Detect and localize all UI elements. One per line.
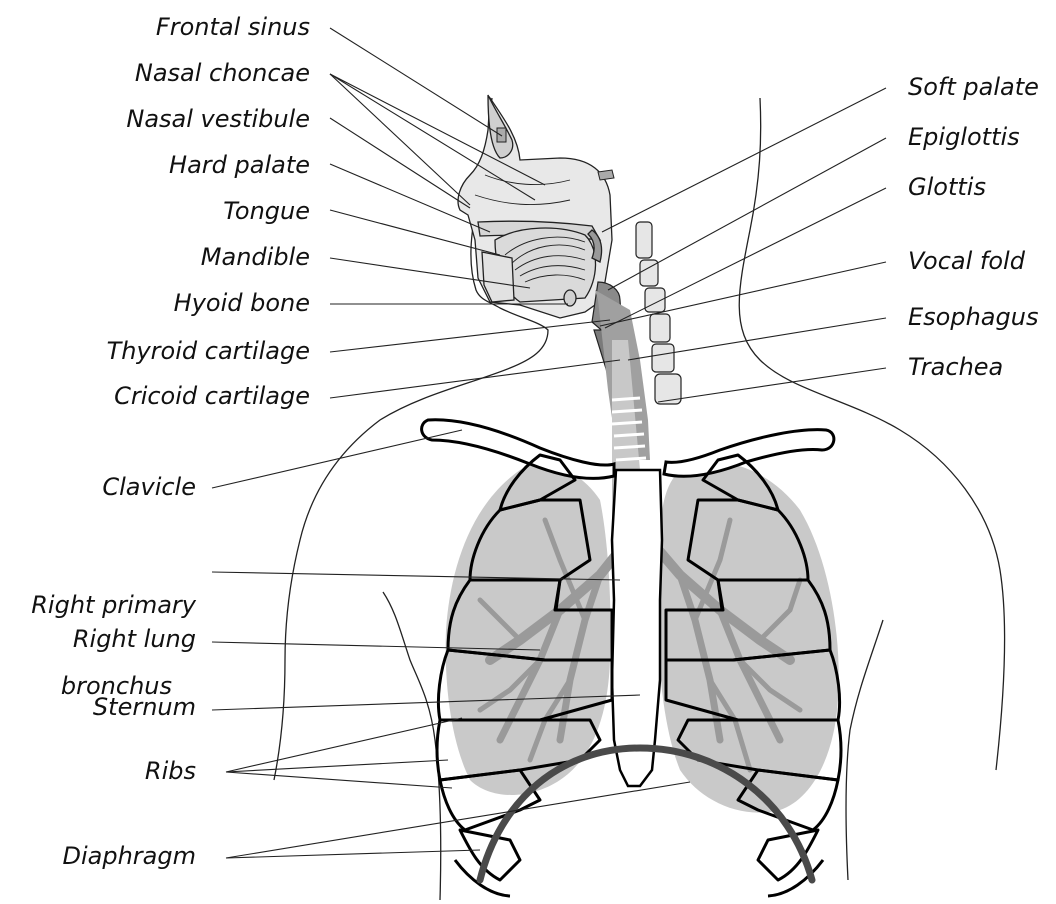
label-hyoid-bone: Hyoid bone [174,290,310,317]
label-thyroid-cartilage: Thyroid cartilage [107,338,310,365]
head-section [458,95,614,318]
label-esophagus: Esophagus [908,304,1038,331]
label-epiglottis: Epiglottis [908,124,1020,151]
label-nasal-vestibule: Nasal vestibule [126,106,310,133]
label-right-primary-bronchus-line1: Right primary [31,592,196,619]
label-clavicle: Clavicle [102,474,196,501]
label-ribs: Ribs [145,758,196,785]
label-tongue: Tongue [223,198,310,225]
label-frontal-sinus: Frontal sinus [156,14,310,41]
label-glottis: Glottis [908,174,986,201]
sternum [612,470,662,786]
label-trachea: Trachea [908,354,1003,381]
label-mandible: Mandible [201,244,310,271]
label-hard-palate: Hard palate [169,152,310,179]
label-sternum: Sternum [93,694,196,721]
label-vocal-fold: Vocal fold [908,248,1025,275]
label-soft-palate: Soft palate [908,74,1039,101]
label-diaphragm: Diaphragm [63,843,197,870]
label-nasal-choncae: Nasal choncae [135,60,310,87]
label-cricoid-cartilage: Cricoid cartilage [114,383,310,410]
label-right-lung: Right lung [73,626,196,653]
